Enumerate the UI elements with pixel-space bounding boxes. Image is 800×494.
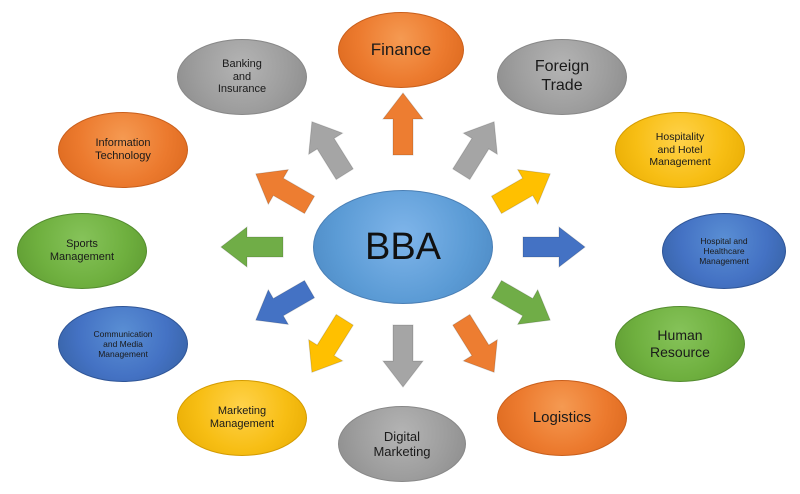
arrow-0: [381, 92, 425, 156]
node-finance: Finance: [338, 12, 464, 88]
node-information-technology: Information Technology: [58, 112, 188, 188]
arrow-2: [490, 168, 551, 215]
center-node-bba: BBA: [313, 190, 493, 304]
node-digital-marketing: Digital Marketing: [338, 406, 466, 482]
arrow-3: [522, 225, 586, 269]
node-healthcare: Hospital and Healthcare Management: [662, 213, 786, 289]
arrow-7: [308, 313, 354, 373]
node-foreign-trade: Foreign Trade: [497, 39, 627, 115]
arrow-4: [490, 279, 551, 326]
node-label-finance: Finance: [370, 39, 432, 59]
arrow-6: [381, 324, 425, 388]
arrow-10: [255, 168, 316, 215]
arrow-1: [452, 121, 498, 181]
node-label-healthcare: Hospital and Healthcare Management: [699, 235, 749, 266]
node-label-banking-insurance: Banking and Insurance: [217, 57, 267, 96]
node-label-foreign-trade: Foreign Trade: [534, 58, 590, 94]
node-label-digital-marketing: Digital Marketing: [373, 428, 431, 459]
arrow-11: [308, 121, 354, 181]
node-sports-management: Sports Management: [17, 213, 147, 289]
arrow-8: [255, 279, 316, 326]
center-label: BBA: [364, 225, 442, 268]
node-communication-media: Communication and Media Management: [58, 306, 188, 382]
arrow-5: [452, 313, 498, 373]
node-label-logistics: Logistics: [532, 409, 592, 427]
node-hospitality: Hospitality and Hotel Management: [615, 112, 745, 188]
node-human-resource: Human Resource: [615, 306, 745, 382]
arrow-9: [220, 225, 284, 269]
node-label-sports-management: Sports Management: [49, 238, 115, 263]
node-label-human-resource: Human Resource: [650, 327, 710, 360]
node-marketing-management: Marketing Management: [177, 380, 307, 456]
node-label-hospitality: Hospitality and Hotel Management: [649, 131, 711, 169]
node-banking-insurance: Banking and Insurance: [177, 39, 307, 115]
node-label-marketing-management: Marketing Management: [209, 405, 275, 430]
node-logistics: Logistics: [497, 380, 627, 456]
node-label-communication-media: Communication and Media Management: [93, 328, 153, 359]
node-label-information-technology: Information Technology: [95, 137, 151, 162]
